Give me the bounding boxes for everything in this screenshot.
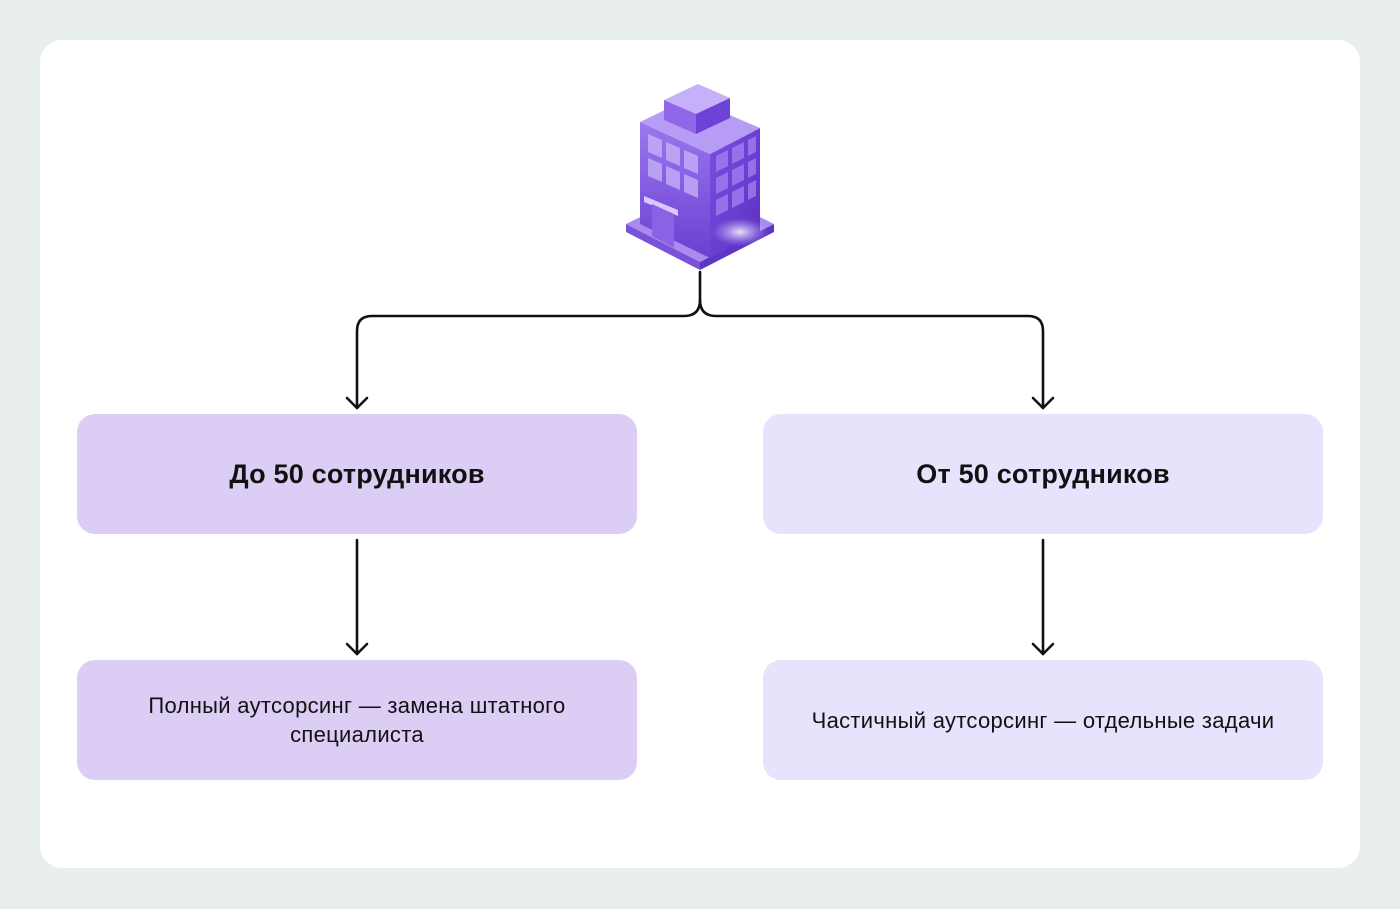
- outcome-box-full-outsourcing: Полный аутсорсинг — замена штатного спец…: [77, 660, 637, 780]
- branch-box-large-company: От 50 сотрудников: [763, 414, 1323, 534]
- office-building-icon: [626, 84, 774, 270]
- branch-heading-small-company: До 50 сотрудников: [229, 458, 485, 489]
- branch-heading-large-company: От 50 сотрудников: [916, 458, 1170, 489]
- outcome-text-partial-outsourcing: Частичный аутсорсинг — отдельные задачи: [811, 707, 1275, 733]
- outcome-box-partial-outsourcing: Частичный аутсорсинг — отдельные задачи: [763, 660, 1323, 780]
- branch-box-small-company: До 50 сотрудников: [77, 414, 637, 534]
- outcome-text-full-outsourcing: Полный аутсорсинг — замена штатного спец…: [148, 693, 566, 747]
